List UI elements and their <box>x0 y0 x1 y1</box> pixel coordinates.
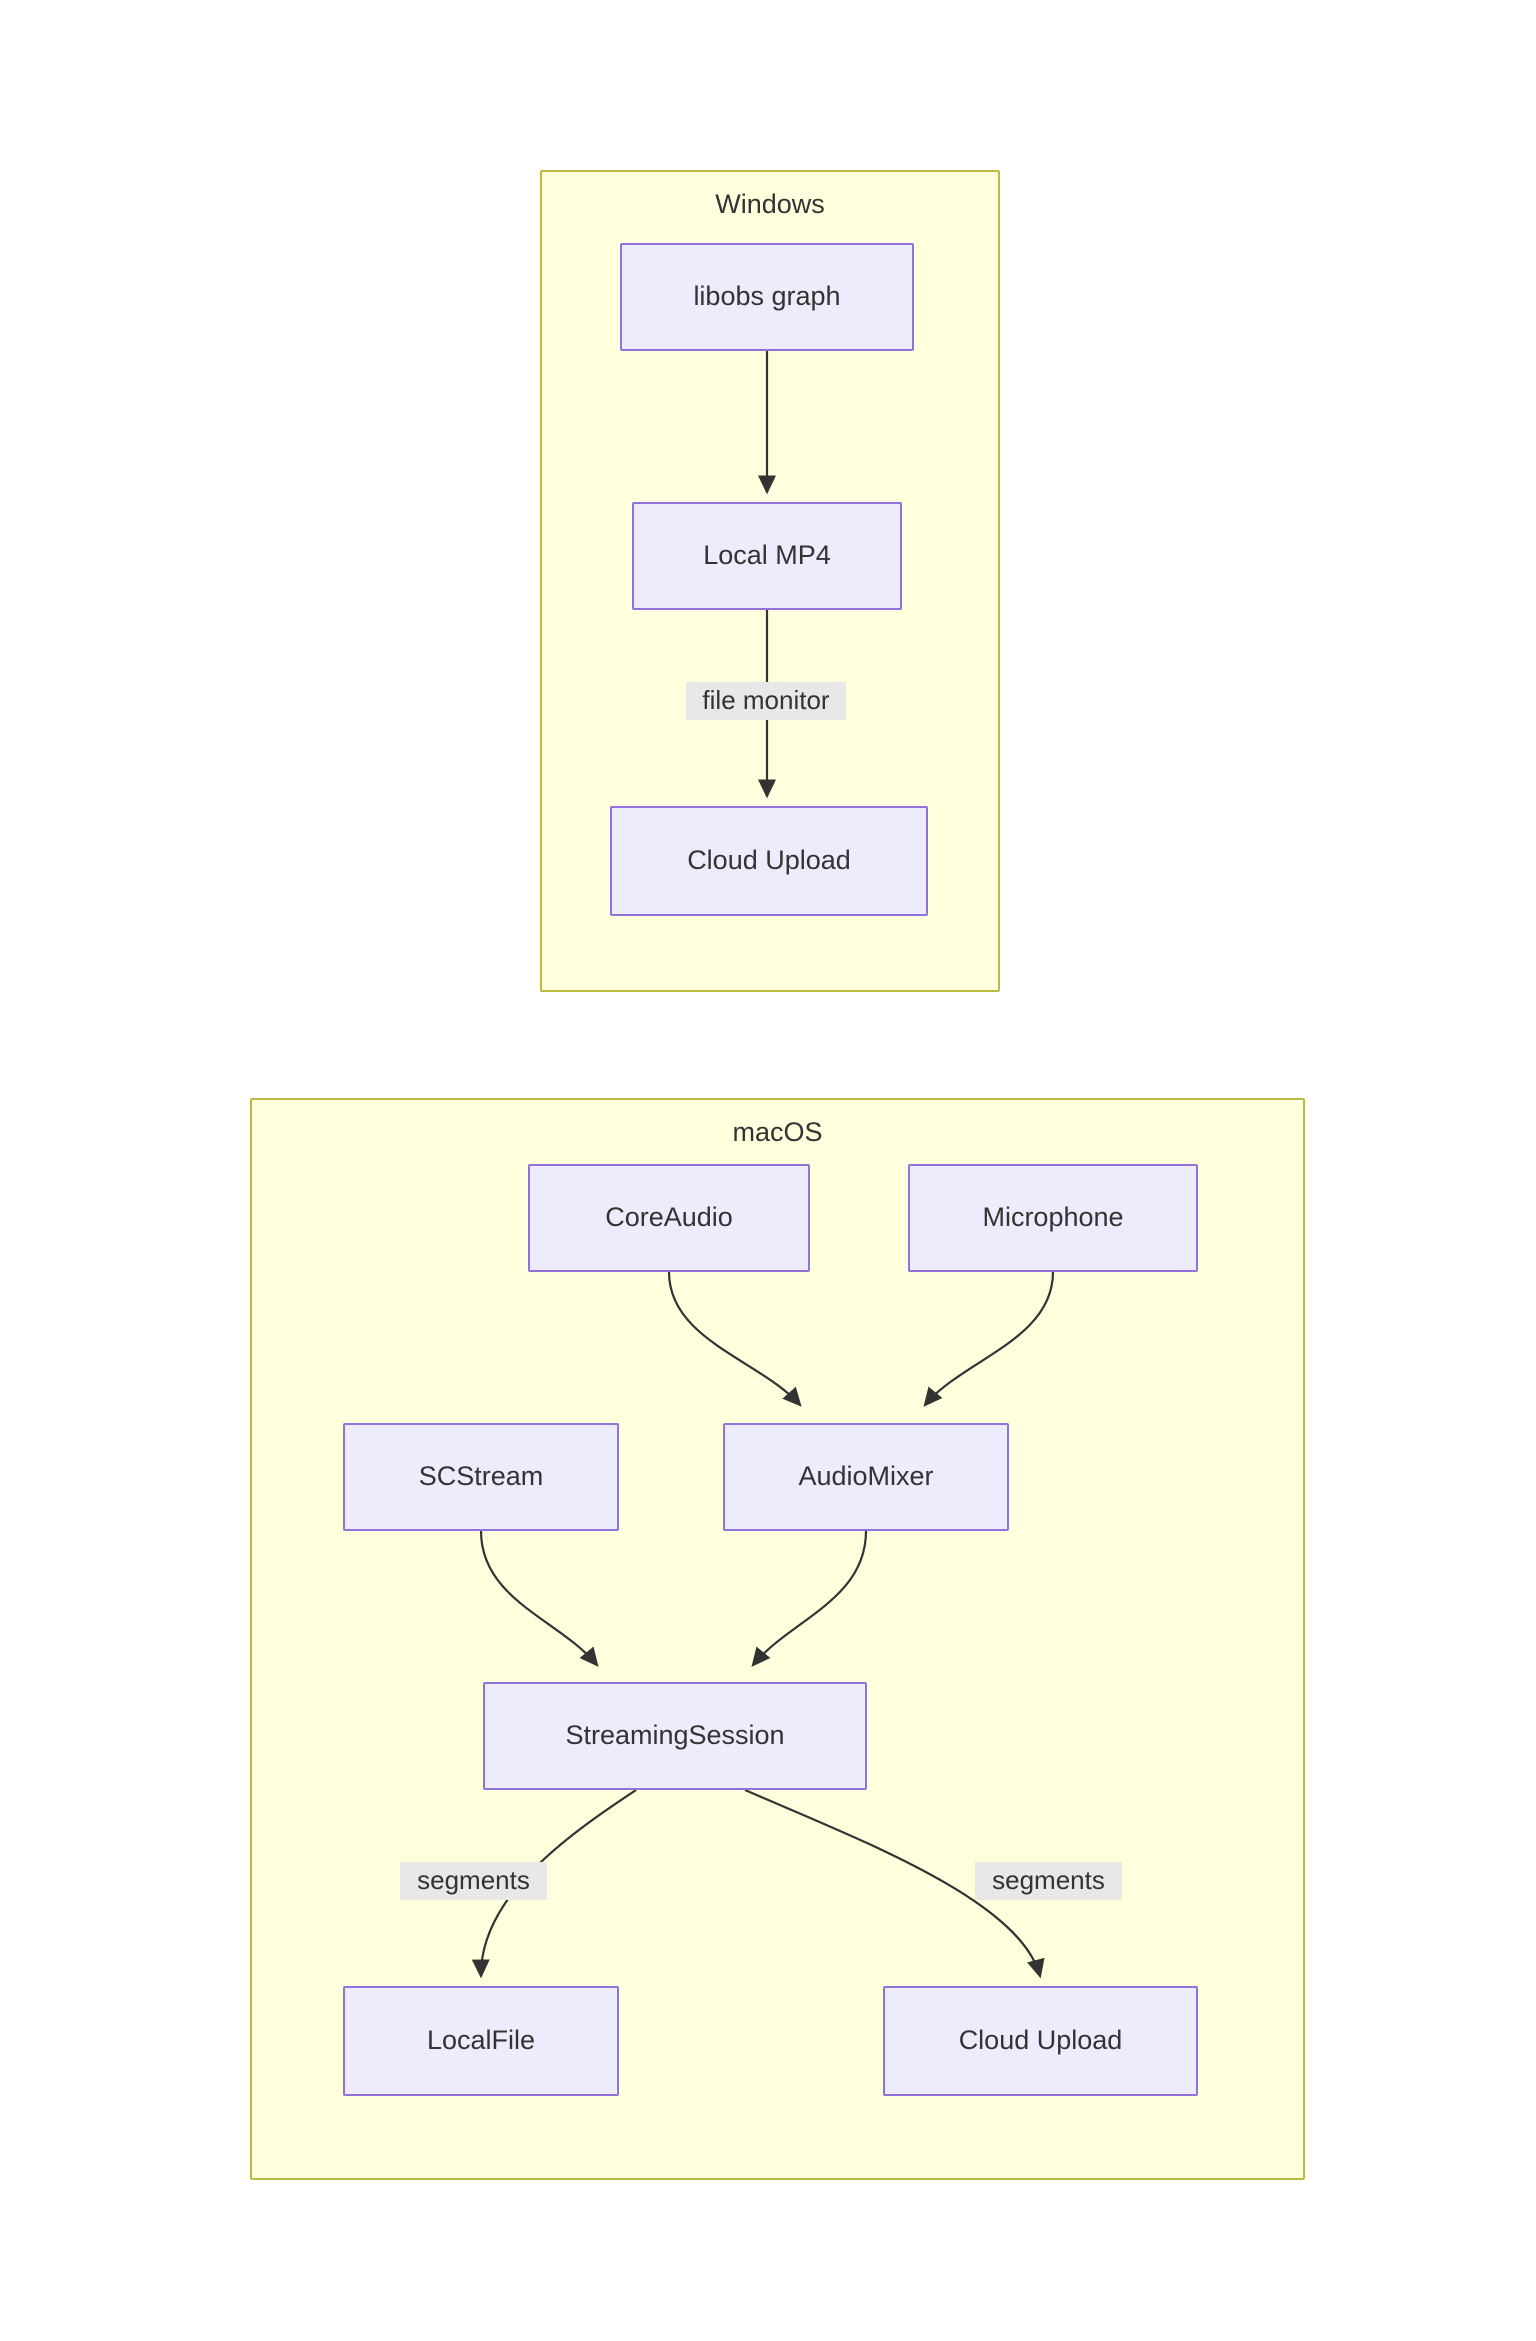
node-audiomixer[interactable]: AudioMixer <box>723 1423 1009 1531</box>
node-cloud-upload-macos[interactable]: Cloud Upload <box>883 1986 1198 2096</box>
node-streaming-session[interactable]: StreamingSession <box>483 1682 867 1790</box>
node-label: Local MP4 <box>703 540 831 571</box>
node-coreaudio[interactable]: CoreAudio <box>528 1164 810 1272</box>
node-label: Microphone <box>982 1202 1124 1233</box>
node-local-mp4[interactable]: Local MP4 <box>632 502 902 610</box>
node-label: Cloud Upload <box>687 845 851 876</box>
node-libobs-graph[interactable]: libobs graph <box>620 243 914 351</box>
edge-label-file-monitor: file monitor <box>686 682 846 720</box>
node-scstream[interactable]: SCStream <box>343 1423 619 1531</box>
node-label: Cloud Upload <box>958 2025 1123 2056</box>
node-local-file[interactable]: LocalFile <box>343 1986 619 2096</box>
node-label: SCStream <box>418 1461 544 1492</box>
node-label: LocalFile <box>426 2025 536 2056</box>
edge-label-segments-left: segments <box>400 1862 547 1900</box>
cluster-windows-title: Windows <box>715 189 825 219</box>
cluster-macos-title: macOS <box>732 1117 823 1147</box>
node-label: CoreAudio <box>605 1202 733 1233</box>
node-microphone[interactable]: Microphone <box>908 1164 1198 1272</box>
node-cloud-upload-windows[interactable]: Cloud Upload <box>610 806 928 916</box>
edge-label-segments-right: segments <box>975 1862 1122 1900</box>
node-label: AudioMixer <box>798 1461 934 1492</box>
node-label: StreamingSession <box>565 1720 785 1751</box>
node-label: libobs graph <box>693 281 841 312</box>
